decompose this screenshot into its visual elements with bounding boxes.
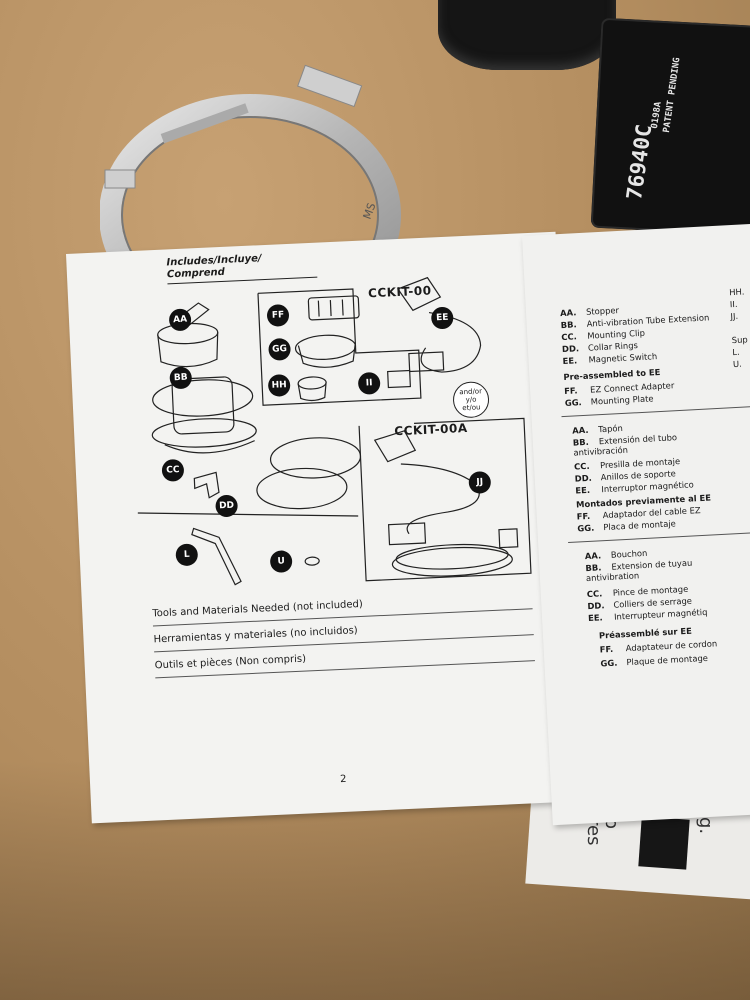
booklet-right-page: AA.Stopper BB.Anti-vibration Tube Extens… (522, 222, 750, 826)
list-item-en-aa: AA.Stopper (559, 305, 620, 319)
side-code-hh: HH. (728, 286, 745, 298)
list-item-en-ee: EE.Magnetic Switch (562, 351, 658, 367)
clamp-mark: MS (361, 201, 379, 221)
side-code-sup: Sup (731, 334, 748, 346)
side-code-u: U. (732, 358, 743, 370)
booklet-left-page: Includes/Incluye/ Comprend (66, 231, 582, 824)
list-item-en-gg: GG.Mounting Plate (564, 393, 654, 408)
list-item-fr-ff: FF.Adaptateur de cordon (599, 638, 718, 655)
parts-illustration (137, 276, 532, 586)
preassembled-heading-fr: Préassemblé sur EE (598, 625, 693, 641)
black-cup (438, 0, 616, 70)
list-item-fr-gg: GG.Plaque de montage (600, 652, 709, 669)
preassembled-heading-en: Pre-assembled to EE (563, 366, 661, 383)
side-code-ii: II. (729, 298, 738, 310)
list-item-en-ff: FF.EZ Connect Adapter (563, 380, 675, 396)
list-item-es-aa: AA.Tapón (571, 422, 624, 436)
kit-label-cckit-00: CCKIT-00 (367, 283, 432, 301)
list-item-fr-bb: BB.Extension de tuyau antivibration (585, 557, 693, 584)
side-code-l: L. (732, 346, 740, 358)
side-code-jj: JJ. (730, 310, 739, 322)
page-number: 2 (339, 773, 347, 786)
underlying-black-patch (638, 816, 690, 870)
list-item-es-bb: BB.Extensión del tubo antivibración (572, 432, 678, 458)
list-item-fr-aa: AA.Bouchon (584, 547, 648, 562)
